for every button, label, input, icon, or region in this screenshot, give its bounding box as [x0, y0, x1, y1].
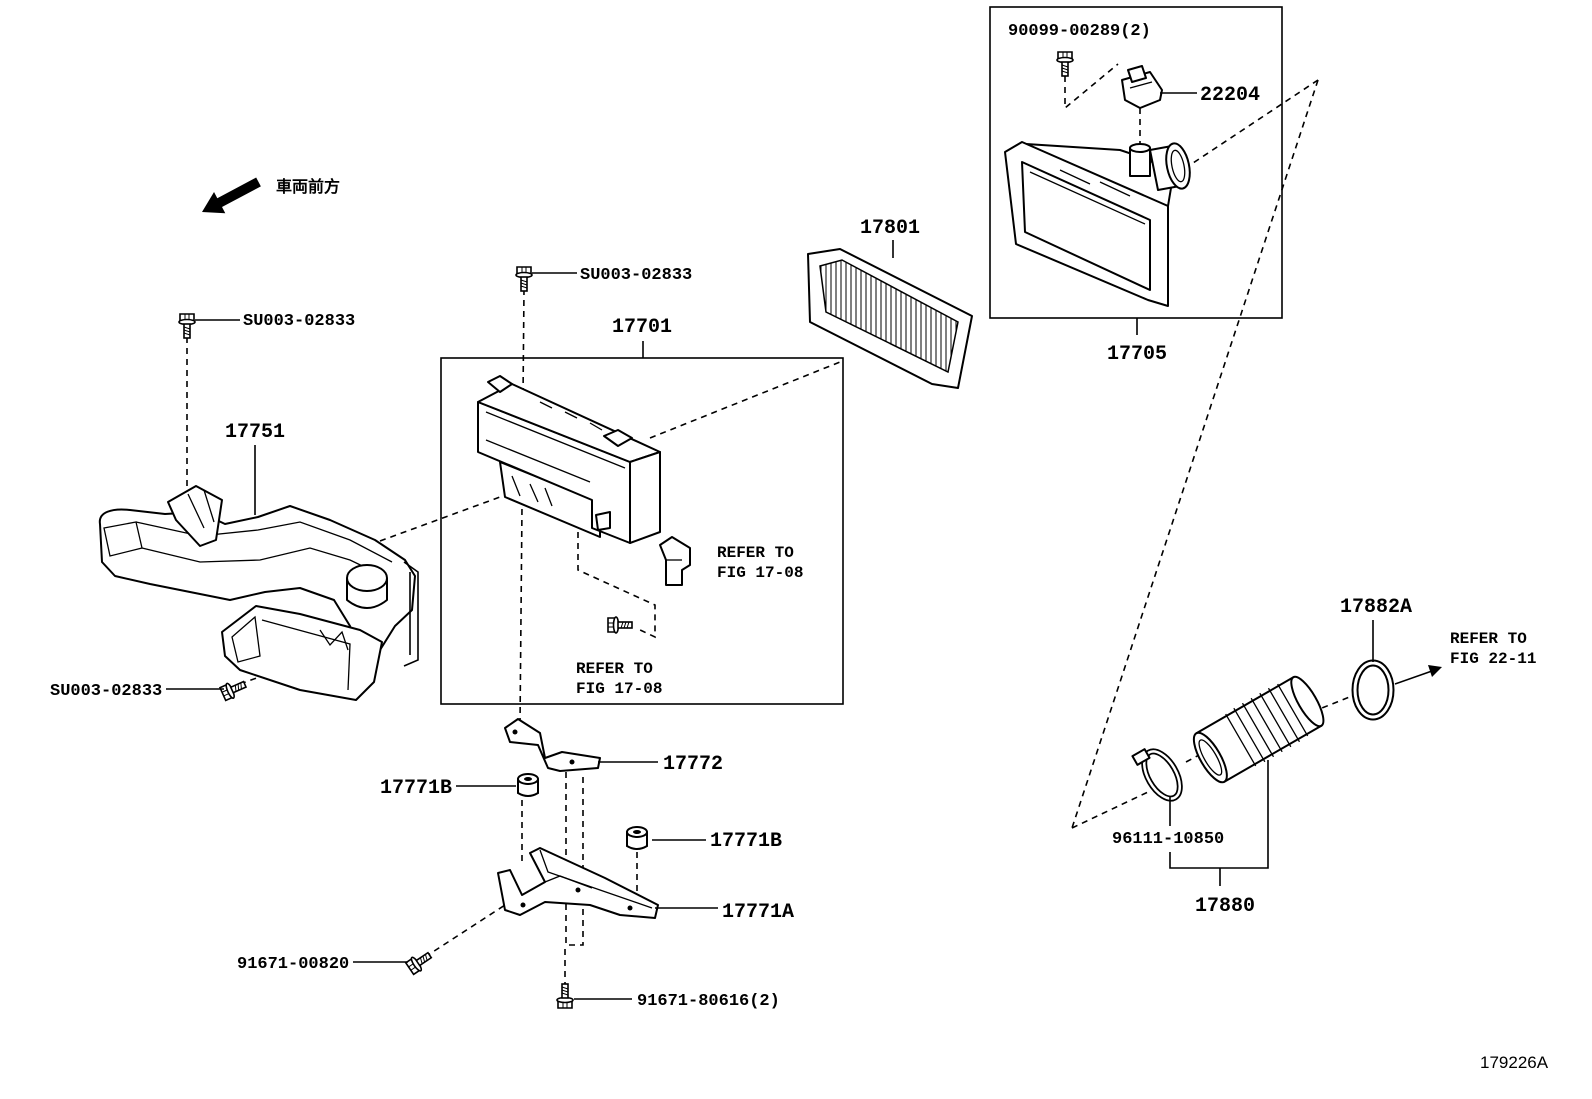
- part-91671-80616-label: 91671-80616(2): [637, 992, 780, 1011]
- vehicle-front-arrow-icon: [202, 177, 261, 214]
- intake-hose-17880: [1192, 675, 1325, 784]
- part-17801-label: 17801: [860, 217, 920, 240]
- vehicle-front-label: 車両前方: [276, 177, 340, 196]
- assembly-box-17705: [989, 6, 1283, 319]
- bolt-91671-80616-icon: [556, 983, 574, 1009]
- hose-refer-line2: FIG 22-11: [1450, 650, 1536, 668]
- part-17705-label: 17705: [1107, 343, 1167, 366]
- hose-clamp-17882a: [1351, 659, 1395, 721]
- su003-left-label: SU003-02833: [243, 312, 355, 331]
- screw-icon: [607, 616, 633, 634]
- air-inlet-duct-17751: [98, 485, 419, 701]
- figure-id: 179226A: [1480, 1053, 1549, 1072]
- hose-ref-arrow-icon: [1394, 665, 1442, 685]
- mass-air-flow-sensor-22204: [1121, 65, 1163, 109]
- bracket-17772: [504, 718, 601, 772]
- hose-clamp-96111-10850: [1131, 748, 1183, 802]
- air-filter-element-17801: [807, 248, 973, 389]
- bolt-su003-left-icon: [178, 313, 196, 339]
- su003-bottom-label: SU003-02833: [50, 682, 162, 701]
- bracket-17771a: [497, 847, 659, 919]
- cushion-17771b-upper-icon: [517, 773, 539, 797]
- bolt-su003-top-icon: [515, 266, 533, 292]
- air-cleaner-case-17701: [477, 375, 661, 544]
- bolt-90099-icon: [1056, 51, 1074, 77]
- intake-temp-sensor: [659, 536, 691, 586]
- su003-top-label: SU003-02833: [580, 266, 692, 285]
- part-17771b-upper-label: 17771B: [380, 777, 452, 800]
- part-17880-label: 17880: [1195, 895, 1255, 918]
- sensor-refer-line2: FIG 17-08: [717, 564, 803, 582]
- part-17771a-label: 17771A: [722, 901, 794, 924]
- part-91671-00820-label: 91671-00820: [237, 955, 349, 974]
- part-17771b-lower-label: 17771B: [710, 830, 782, 853]
- part-96111-10850-label: 96111-10850: [1112, 830, 1224, 849]
- part-17701-label: 17701: [612, 316, 672, 339]
- bolt-91671-00820-icon: [404, 947, 435, 977]
- part-17882a-label: 17882A: [1340, 596, 1412, 619]
- screw-refer-line2: FIG 17-08: [576, 680, 662, 698]
- part-17751-label: 17751: [225, 421, 285, 444]
- hose-refer-line1: REFER TO: [1450, 630, 1527, 648]
- part-90099-00289-label: 90099-00289(2): [1008, 22, 1151, 41]
- part-17772-label: 17772: [663, 753, 723, 776]
- air-cleaner-cap-17705: [1004, 141, 1191, 307]
- assembly-box-17701: [440, 357, 844, 705]
- part-22204-label: 22204: [1200, 84, 1260, 107]
- cushion-17771b-lower-icon: [626, 826, 648, 850]
- screw-refer-line1: REFER TO: [576, 660, 653, 678]
- sensor-refer-line1: REFER TO: [717, 544, 794, 562]
